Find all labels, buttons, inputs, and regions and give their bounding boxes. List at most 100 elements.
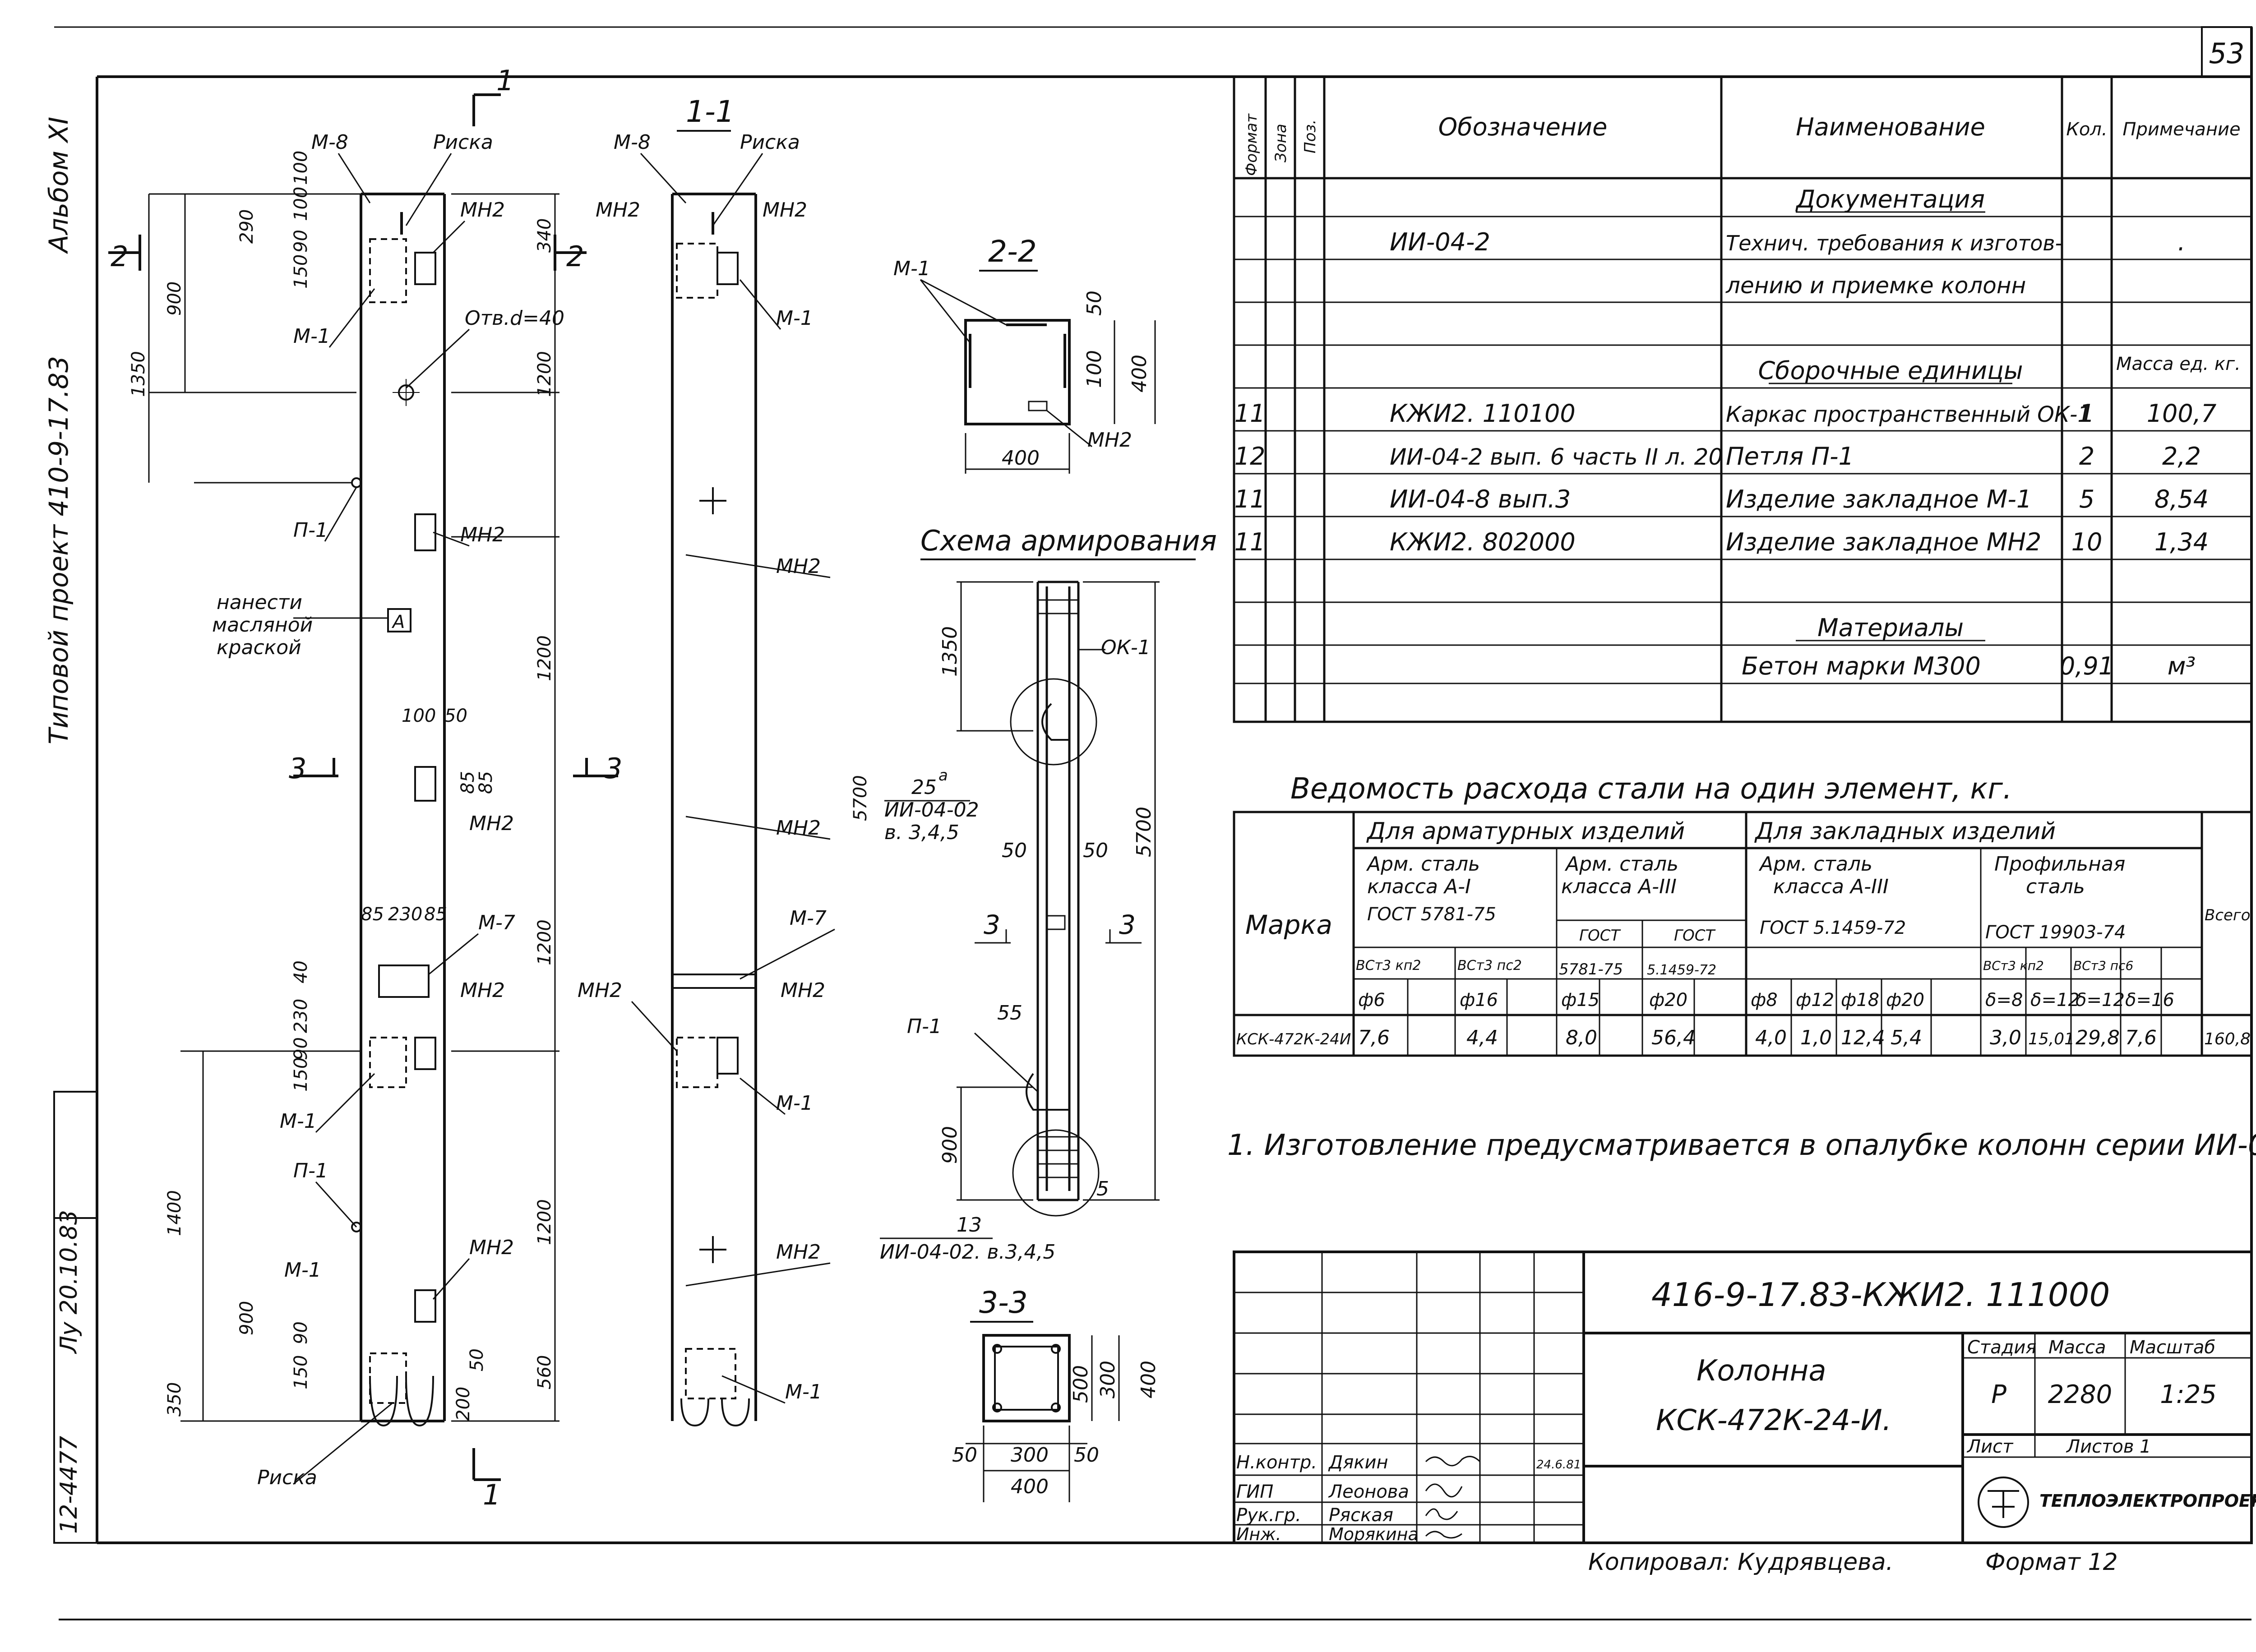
person-1-name: Дякин (1328, 1452, 1388, 1473)
dim-200: 200 (453, 1387, 474, 1421)
steel-val-10: 12,4 (1841, 1026, 1885, 1049)
dim-1200-3: 1200 (534, 919, 555, 965)
diam-3: ф16 (1460, 990, 1498, 1011)
spec-doc-name-2: лению и приемке колонн (1725, 272, 2026, 299)
steel-group-arm: Для арматурных изделий (1366, 818, 1685, 845)
steel-grade-2: ВСт3 пс2 (1457, 958, 1522, 974)
s33-d50a: 50 (952, 1444, 977, 1467)
spec-row-2-note: 2,2 (2162, 442, 2201, 471)
title-mass-h: Масса (2048, 1337, 2106, 1358)
sec2-right-label: 2 (566, 240, 584, 273)
dim-900b: 900 (236, 1301, 257, 1335)
s11-mn2-l: МН2 (596, 198, 640, 221)
spec-material-note: м³ (2168, 652, 2196, 680)
dim-230: 230 (388, 904, 422, 925)
s33-d400v: 400 (1137, 1361, 1160, 1398)
title-code: 416-9-17.83-КЖИ2. 111000 (1651, 1276, 2110, 1314)
section-2-2-labels: М-1 МН2 50 100 400 400 (893, 257, 1151, 470)
steel-arm-a1-1: Арм. сталь (1366, 853, 1480, 876)
label-riska-bottom: Риска (257, 1466, 317, 1489)
scheme-note13-ref: ИИ-04-02. в.3,4,5 (880, 1241, 1055, 1264)
scheme-note25-ref2: в. 3,4,5 (884, 821, 959, 844)
dim-1200-4: 1200 (534, 1199, 555, 1245)
dim-85c: 85 (424, 904, 447, 925)
diam-14: δ=12 (2076, 990, 2125, 1011)
dim-100b: 100 (291, 187, 311, 221)
steel-grade-3: ВСт3 кп2 (1983, 958, 2044, 973)
diam-10: ф18 (1841, 990, 1879, 1011)
steel-arm-a3-1: Арм. сталь (1564, 853, 1678, 876)
spec-row-4-qty: 10 (2071, 528, 2103, 556)
section-2-2-title: 2-2 (988, 234, 1037, 269)
section-1-1-title: 1-1 (686, 94, 735, 129)
steel-val-5: 8,0 (1566, 1026, 1597, 1049)
person-3-role: Рук.гр. (1236, 1505, 1301, 1526)
label-mn2-c: МН2 (469, 812, 514, 835)
dim-900: 900 (164, 281, 185, 316)
label-m1-c: М-1 (284, 1259, 321, 1282)
s11-mn2-e: МН2 (776, 1241, 821, 1264)
steel-val-14: 15,01 (2028, 1030, 2075, 1048)
s11-m8: М-8 (614, 131, 651, 154)
note-1: 1. Изготовление предусматривается в опал… (1227, 1129, 2256, 1162)
scheme-sec3-r: 3 (1119, 909, 1136, 940)
spec-row-2-qty: 2 (2079, 442, 2094, 471)
steel-table-grid (1233, 811, 2253, 1057)
label-nanesti-3: краской (217, 636, 301, 659)
steel-val-9: 1,0 (1800, 1026, 1832, 1049)
dim-350: 350 (164, 1382, 185, 1417)
person-4-name: Морякина (1329, 1524, 1419, 1544)
column-front-view (351, 193, 446, 1427)
spec-row-2-format: 12 (1234, 442, 1266, 471)
dim-90: 90 (291, 230, 311, 253)
steel-val-13: 3,0 (1990, 1026, 2021, 1049)
title-scale-h: Масштаб (2130, 1337, 2215, 1358)
title-mass: 2280 (2048, 1380, 2113, 1409)
s33-d300v: 300 (1096, 1361, 1119, 1398)
steel-gost-a2: 5781-75 (1559, 960, 1623, 978)
scheme-d900: 900 (938, 1126, 962, 1164)
label-otv: Отв.d=40 (465, 307, 564, 330)
s11-mn2-d-r: МН2 (781, 979, 825, 1002)
marking-box-a (387, 608, 411, 632)
section-1-1-labels: М-8 Риска МН2 МН2 М-1 МН2 МН2 М-7 МН2 МН… (578, 131, 827, 1403)
scheme-dims (957, 581, 1160, 1201)
title-block-text: 416-9-17.83-КЖИ2. 111000 Колонна КСК-472… (1236, 1276, 2256, 1544)
label-m1-b: М-1 (280, 1110, 317, 1133)
scheme-title: Схема армирования (920, 524, 1217, 557)
label-mn2-b: МН2 (460, 523, 505, 546)
section-3-3-title: 3-3 (979, 1285, 1028, 1320)
scheme-d1350: 1350 (938, 626, 962, 677)
spec-row-3-qty: 5 (2079, 485, 2094, 513)
front-dimension-lines (148, 193, 559, 1422)
spec-header-qty: Кол. (2066, 119, 2107, 140)
s11-mn2-c: МН2 (776, 817, 821, 840)
person-1-role: Н.контр. (1236, 1452, 1317, 1473)
spec-header-name: Наименование (1796, 113, 1985, 141)
signatures (1425, 1456, 1481, 1539)
dim-150: 150 (291, 254, 311, 289)
steel-table-values: КСК-472К-24И 7,6 4,4 8,0 56,4 4,0 1,0 12… (1236, 1026, 2251, 1049)
sec3-left-label: 3 (289, 752, 306, 785)
dim-150c: 150 (291, 1355, 311, 1389)
label-m7: М-7 (478, 911, 515, 934)
spec-section-assemblies: Сборочные единицы (1758, 356, 2023, 385)
spec-row-1-format: 11 (1234, 399, 1266, 428)
label-p1-b: П-1 (293, 1159, 328, 1182)
dim-560: 560 (534, 1355, 555, 1389)
s22-d50: 50 (1083, 291, 1106, 316)
title-name-1: Колонна (1697, 1354, 1826, 1388)
section-2-2-dims (920, 279, 1156, 474)
spec-table-body: Документация ИИ-04-2 Технич. требования … (1234, 185, 2241, 680)
label-nanesti-1: нанести (217, 591, 302, 614)
person-3-name: Ряская (1329, 1505, 1393, 1526)
dim-85-b: 85 (476, 771, 496, 794)
s22-d400v: 400 (1128, 355, 1151, 392)
steel-prof-3: ГОСТ 19903-74 (1985, 922, 2126, 943)
s11-m7: М-7 (790, 907, 827, 930)
diam-7: ф20 (1649, 990, 1687, 1011)
spec-row-3-note: 8,54 (2154, 485, 2209, 513)
side-stamp-box (53, 1091, 98, 1544)
scheme-sec3-l: 3 (984, 909, 1000, 940)
spec-row-2-name: Петля П-1 (1726, 442, 1854, 471)
